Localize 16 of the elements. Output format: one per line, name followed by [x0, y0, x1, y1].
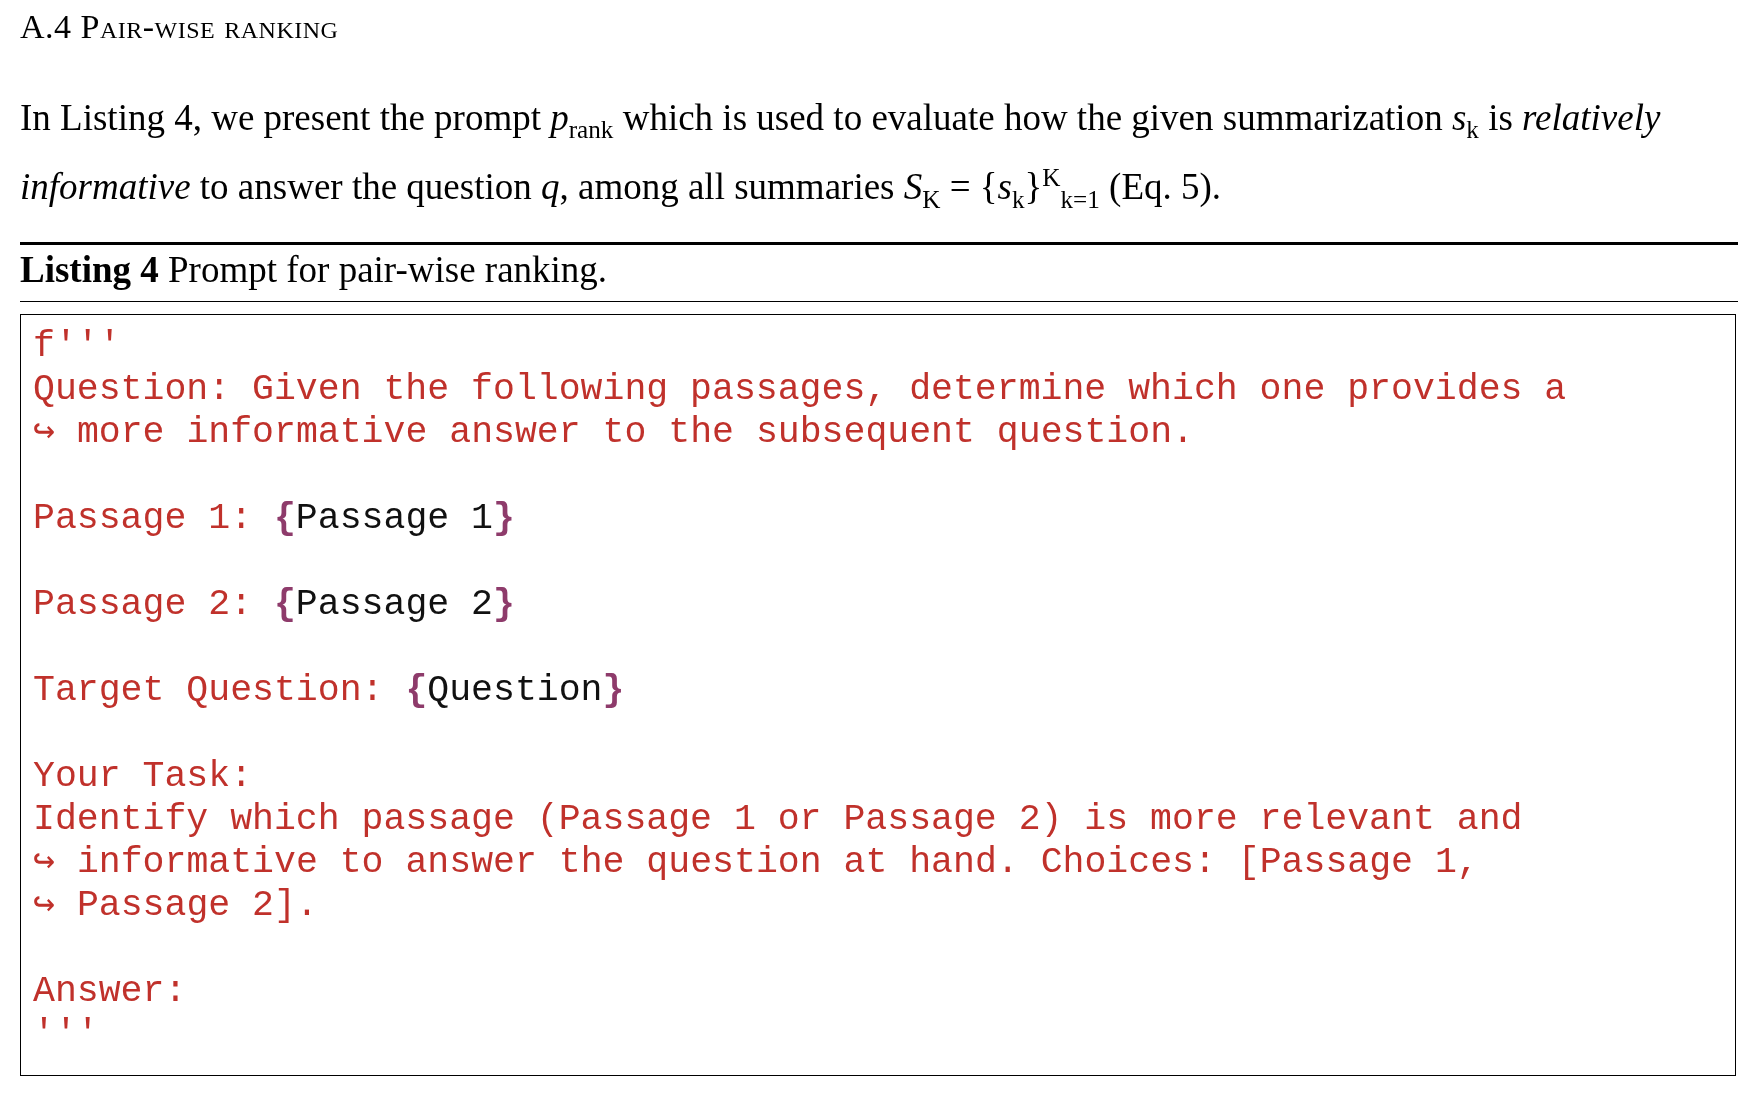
code-line: '''	[33, 1013, 99, 1056]
listing-caption: Listing 4 Prompt for pair-wise ranking.	[20, 248, 608, 291]
code-line: Answer:	[33, 970, 187, 1013]
section-heading: A.4 Pair-wise ranking	[20, 8, 339, 46]
code-line: Passage 2: {Passage 2}	[33, 583, 515, 626]
code-line: Identify which passage (Passage 1 or Passage 2) is more relevant and	[33, 798, 1523, 841]
code-line: Passage 1: {Passage 1}	[33, 497, 515, 540]
code-listing-box	[20, 314, 1736, 1076]
code-line: ↪ informative to answer the question at hand. Choices: [Passage 1,	[33, 841, 1479, 884]
code-line: Your Task:	[33, 755, 253, 798]
code-line: f'''	[33, 325, 121, 368]
code-line: ↪ more informative answer to the subsequent question.	[33, 411, 1194, 454]
code-line: ↪ Passage 2].	[33, 884, 318, 927]
code-line: Target Question: {Question}	[33, 669, 625, 712]
code-line: Question: Given the following passages, determine which one provides a	[33, 368, 1567, 411]
paragraph: In Listing 4, we present the prompt p$_{rank}$ which is used to evaluate how the given summarization s$_{k}$ is relatively informative to answer the question q, among all summaries S$_{K}$ = {s$_{k}$}$^{K}$$_{k=1}$ (Eq. 5).	[20, 96, 1662, 216]
